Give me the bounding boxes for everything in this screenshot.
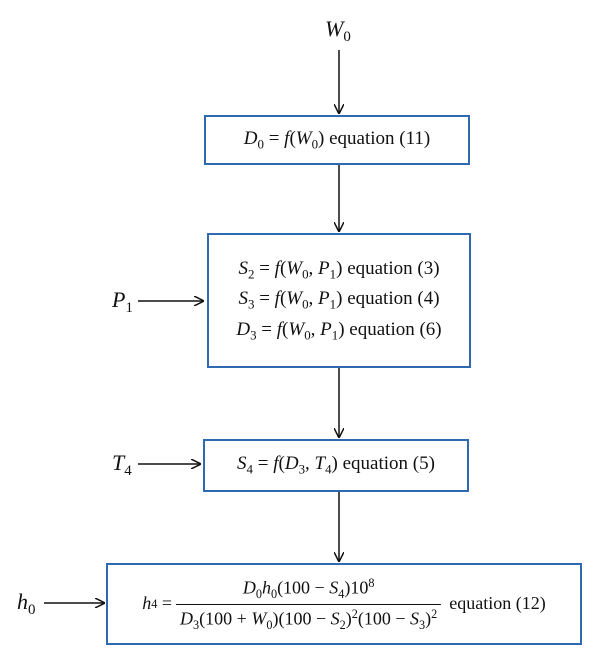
- h4-denominator: D3(100 + W0)(100 − S2)2(100 − S3)2: [176, 603, 442, 633]
- equation-d0: D0 = f(W0) equation (11): [243, 127, 431, 152]
- input-p1-label: P1: [112, 287, 133, 317]
- h4-fraction: D0h0(100 − S4)108 D3(100 + W0)(100 − S2)…: [176, 575, 442, 633]
- equation-d3: D3 = f(W0, P1) equation (6): [236, 318, 442, 343]
- box-s4: S4 = f(D3, T4) equation (5): [203, 439, 469, 492]
- equation-s4: S4 = f(D3, T4) equation (5): [237, 453, 435, 477]
- input-w0-label: W0: [325, 16, 351, 46]
- box-d0: D0 = f(W0) equation (11): [204, 115, 470, 165]
- box-s2-s3-d3: S2 = f(W0, P1) equation (3) S3 = f(W0, P…: [207, 233, 471, 368]
- equation-s2: S2 = f(W0, P1) equation (3): [238, 258, 440, 282]
- h4-numerator: D0h0(100 − S4)108: [242, 575, 375, 601]
- input-h0-label: h0: [17, 589, 36, 619]
- equation-s3: S3 = f(W0, P1) equation (4): [238, 288, 440, 312]
- input-t4-label: T4: [112, 450, 132, 480]
